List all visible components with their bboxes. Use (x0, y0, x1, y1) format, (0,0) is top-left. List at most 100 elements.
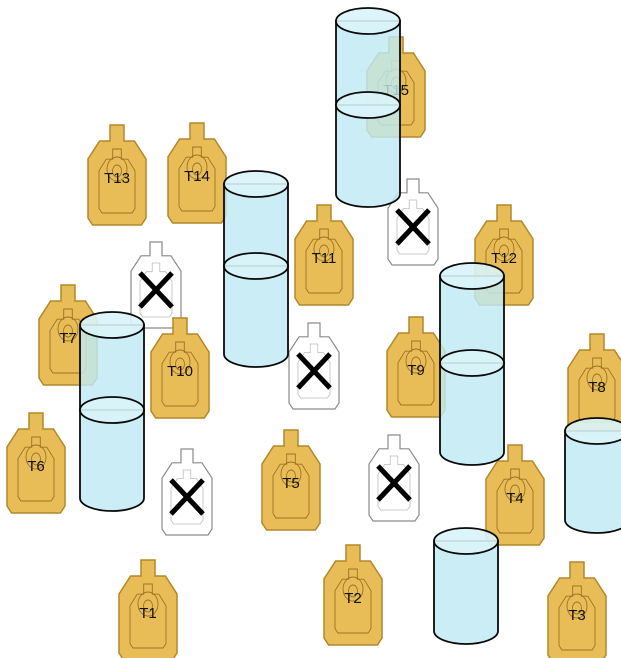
target-label: T8 (588, 379, 606, 396)
target-silhouette (6, 412, 66, 514)
target-silhouette (118, 559, 178, 658)
no-shoot-target (288, 322, 340, 410)
target-t1: T1 (118, 559, 178, 658)
barrel-lower-body (79, 409, 145, 512)
no-shoot-zone-outline (297, 343, 331, 399)
target-silhouette (323, 544, 383, 646)
no-shoot-zone-outline (139, 262, 173, 318)
barrel-lower-body (439, 362, 505, 466)
target-silhouette (87, 124, 147, 226)
target-silhouette (294, 204, 354, 306)
cross-mark-stroke (296, 352, 332, 390)
no-shoot-target (368, 434, 420, 522)
target-center-ring (493, 236, 515, 262)
barrel-lower-body (335, 104, 401, 208)
target-zone-outline (98, 148, 136, 214)
barrel-lower-body (223, 265, 289, 368)
target-center-ring (57, 316, 79, 342)
target-label: T13 (104, 170, 130, 187)
target-t10: T10 (150, 317, 210, 419)
target-inner-ring (192, 162, 202, 176)
target-t6: T6 (6, 412, 66, 514)
target-zone-outline (397, 340, 435, 406)
target-inner-ring (286, 469, 296, 483)
target-zone-outline (17, 436, 55, 502)
barrel (564, 417, 621, 534)
no-shoot-target (161, 448, 213, 536)
target-label: T10 (167, 363, 193, 380)
barrel-upper-top (223, 170, 289, 198)
no-shoot-silhouette (130, 241, 182, 329)
target-center-ring (342, 576, 364, 602)
barrel-body (433, 540, 499, 645)
barrel (79, 311, 145, 512)
target-zone-outline (129, 583, 167, 649)
target-label: T14 (184, 168, 210, 185)
barrel-top (433, 527, 499, 555)
target-inner-ring (63, 324, 73, 338)
target-label: T3 (568, 607, 586, 624)
no-shoot-target (130, 241, 182, 329)
target-inner-ring (319, 244, 329, 258)
target-t9: T9 (386, 316, 446, 418)
target-center-ring (504, 476, 526, 502)
barrel-upper-top (79, 311, 145, 339)
target-t4: T4 (485, 444, 545, 546)
target-silhouette (567, 333, 621, 435)
target-center-ring (280, 461, 302, 487)
barrel (439, 262, 505, 466)
target-t14: T14 (167, 122, 227, 224)
no-shoot-silhouette (288, 322, 340, 410)
target-label: T9 (407, 362, 425, 379)
target-silhouette (150, 317, 210, 419)
target-inner-ring (572, 601, 582, 615)
barrel-upper-top (335, 7, 401, 35)
target-label: T12 (491, 250, 517, 267)
target-inner-ring (143, 599, 153, 613)
target-t2: T2 (323, 544, 383, 646)
target-zone-outline (485, 228, 523, 294)
target-zone-outline (178, 146, 216, 212)
target-label: T7 (59, 330, 77, 347)
no-shoot-silhouette (368, 434, 420, 522)
target-label: T6 (27, 458, 45, 475)
no-shoot-target (387, 178, 439, 266)
target-silhouette (167, 122, 227, 224)
target-t11: T11 (294, 204, 354, 306)
target-center-ring (106, 156, 128, 182)
target-center-ring (186, 154, 208, 180)
target-inner-ring (348, 584, 358, 598)
target-label: T5 (282, 475, 300, 492)
target-center-ring (313, 236, 335, 262)
target-zone-outline (496, 468, 534, 534)
target-inner-ring (31, 452, 41, 466)
target-center-ring (25, 444, 47, 470)
target-label: T4 (506, 490, 524, 507)
target-label: T11 (312, 250, 337, 267)
barrel-upper-top (439, 262, 505, 290)
target-inner-ring (592, 373, 602, 387)
barrel-lower-top (439, 349, 505, 377)
cross-mark-stroke (138, 271, 174, 309)
target-inner-ring (411, 356, 421, 370)
barrel-lower-top (223, 252, 289, 280)
target-zone-outline (305, 228, 343, 294)
target-t13: T13 (87, 124, 147, 226)
target-inner-ring (112, 164, 122, 178)
target-zone-outline (272, 453, 310, 519)
cross-mark-stroke (169, 478, 205, 516)
barrel (433, 527, 499, 645)
barrel (335, 7, 401, 208)
target-label: T1 (139, 605, 157, 622)
target-inner-ring (499, 244, 509, 258)
target-t5: T5 (261, 429, 321, 531)
target-label: T2 (344, 590, 362, 607)
target-t8: T8 (567, 333, 621, 435)
target-t3: T3 (547, 561, 607, 658)
barrel-body (564, 430, 621, 534)
target-center-ring (405, 348, 427, 374)
target-center-ring (169, 349, 191, 375)
cross-mark-stroke (395, 208, 431, 246)
